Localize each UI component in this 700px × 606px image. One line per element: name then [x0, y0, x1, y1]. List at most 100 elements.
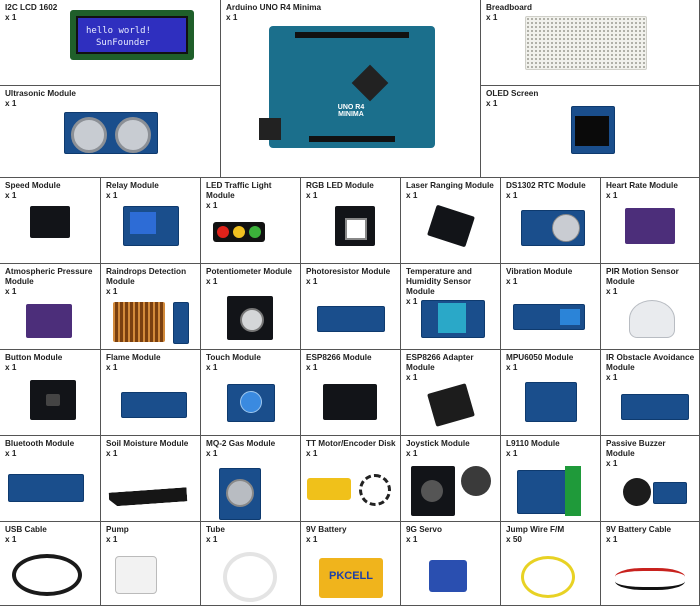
lcd-line-1: hello world!: [86, 26, 152, 36]
component-name: I2C LCD 1602: [5, 3, 58, 12]
component-name: Ultrasonic Module: [5, 89, 76, 98]
button-module-icon: [30, 380, 76, 420]
component-name: Button Module: [5, 353, 63, 362]
component-name: Heart Rate Module: [606, 181, 678, 190]
component-qty: x 1: [606, 535, 618, 544]
laser-ranging-icon: [427, 204, 475, 248]
component-qty: x 1: [206, 535, 218, 544]
gyroscope-icon: [525, 382, 577, 422]
motor-icon: [307, 478, 351, 500]
component-name: ESP8266 Module: [306, 353, 372, 362]
component-qty: x 1: [106, 287, 118, 296]
component-name: PIR Motion Sensor Module: [606, 267, 679, 286]
battery-icon: PKCELL: [319, 558, 383, 598]
humidity-sensor-icon: [421, 300, 485, 338]
component-name: Arduino UNO R4 Minima: [226, 3, 322, 12]
component-qty: x 1: [206, 363, 218, 372]
component-name: Pump: [106, 525, 129, 534]
buzzer-board: [653, 482, 687, 504]
component-name: Soil Moisture Module: [106, 439, 189, 448]
pump-icon: [115, 556, 157, 594]
lcd-display-icon: hello world! SunFounder: [70, 10, 194, 60]
component-qty: x 1: [606, 373, 618, 382]
component-qty: x 1: [506, 449, 518, 458]
adapter-icon: [427, 383, 475, 427]
lcd-line-2: SunFounder: [96, 38, 151, 48]
breadboard-icon: [525, 16, 647, 70]
component-qty: x 1: [506, 363, 518, 372]
component-qty: x 1: [306, 277, 318, 286]
component-qty: x 1: [206, 277, 218, 286]
soil-moisture-icon: [109, 487, 188, 506]
component-qty: x 1: [406, 297, 418, 306]
component-name: 9V Battery: [306, 525, 347, 534]
motor-driver-icon: [517, 470, 567, 514]
ir-obstacle-icon: [621, 394, 689, 420]
component-name: L9110 Module: [506, 439, 560, 448]
component-name: Raindrops Detection Module: [106, 267, 187, 286]
relay-icon: [123, 206, 179, 246]
component-qty: x 1: [5, 99, 17, 108]
rgb-led-icon: [335, 206, 375, 246]
component-name: Breadboard: [486, 3, 532, 12]
component-qty: x 1: [486, 99, 498, 108]
component-name: MPU6050 Module: [506, 353, 574, 362]
pressure-sensor-icon: [26, 304, 72, 338]
component-qty: x 1: [206, 449, 218, 458]
wifi-module-icon: [323, 384, 377, 420]
pir-sensor-icon: [629, 300, 675, 338]
component-name: Passive Buzzer Module: [606, 439, 666, 458]
component-name: TT Motor/Encoder Disk: [306, 439, 396, 448]
speed-sensor-icon: [30, 206, 70, 238]
component-qty: x 1: [106, 191, 118, 200]
photoresistor-icon: [317, 306, 385, 332]
jumper-wire-icon: [521, 556, 575, 598]
component-name: IR Obstacle Avoidance Module: [606, 353, 695, 372]
battery-cable-icon: [615, 568, 685, 590]
rtc-clock-icon: [521, 210, 585, 246]
component-qty: x 1: [306, 191, 318, 200]
component-name: Touch Module: [206, 353, 261, 362]
component-qty: x 1: [606, 287, 618, 296]
component-name: 9G Servo: [406, 525, 442, 534]
component-name: Speed Module: [5, 181, 61, 190]
component-qty: x 1: [106, 535, 118, 544]
component-name: Laser Ranging Module: [406, 181, 494, 190]
component-qty: x 1: [5, 191, 17, 200]
component-name: DS1302 RTC Module: [506, 181, 586, 190]
board-label: UNO R4 MINIMA: [337, 104, 365, 118]
component-name: Photoresistor Module: [306, 267, 391, 276]
potentiometer-icon: [227, 296, 273, 340]
component-qty: x 1: [5, 449, 17, 458]
component-qty: x 1: [406, 535, 418, 544]
component-qty: x 1: [306, 449, 318, 458]
rain-control-board: [173, 302, 189, 344]
component-qty: x 1: [306, 535, 318, 544]
component-qty: x 1: [506, 191, 518, 200]
component-qty: x 1: [226, 13, 238, 22]
gas-sensor-icon: [219, 468, 261, 520]
servo-icon: [429, 560, 467, 592]
component-qty: x 1: [406, 191, 418, 200]
component-qty: x 1: [106, 363, 118, 372]
component-qty: x 1: [406, 373, 418, 382]
component-name: LED Traffic Light Module: [206, 181, 272, 200]
component-name: Joystick Module: [406, 439, 470, 448]
